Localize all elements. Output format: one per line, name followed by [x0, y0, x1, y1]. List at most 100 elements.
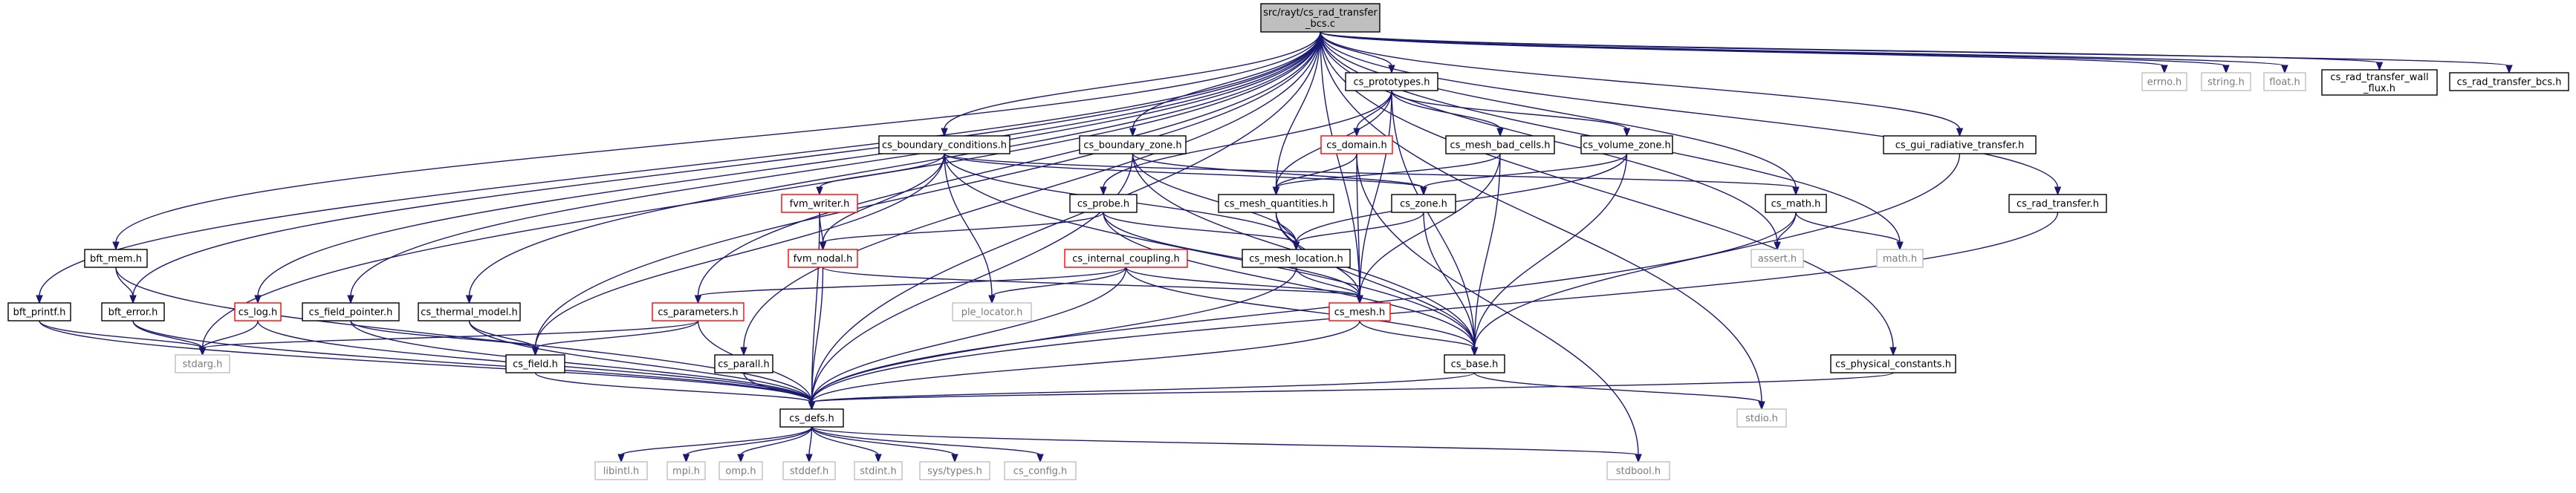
node-stddef: stddef.h — [782, 461, 836, 480]
node-parall[interactable]: cs_parall.h — [714, 354, 773, 373]
node-label: cs_config.h — [1013, 466, 1068, 477]
node-label: _bcs.c — [1305, 19, 1335, 30]
node-label: cs_mesh_bad_cells.h — [1450, 140, 1550, 151]
edge-vzone-to-zone — [1420, 153, 1628, 196]
node-physc[interactable]: cs_physical_constants.h — [1830, 354, 1956, 373]
arrowhead-icon — [1129, 128, 1137, 137]
node-label: math.h — [1883, 254, 1917, 265]
node-defs[interactable]: cs_defs.h — [779, 408, 844, 428]
node-box — [878, 135, 1010, 154]
edge-root-to-errno — [1320, 31, 2168, 74]
node-label: cs_probe.h — [1077, 199, 1129, 210]
edge-bc-to-math — [944, 153, 1800, 196]
node-fvm-writer[interactable]: fvm_writer.h — [781, 194, 858, 213]
node-domain[interactable]: cs_domain.h — [1320, 135, 1393, 154]
node-box — [1069, 194, 1138, 213]
node-box — [854, 461, 903, 480]
node-bzone[interactable]: cs_boundary_zone.h — [1079, 135, 1187, 154]
node-rad-transfer[interactable]: cs_rad_transfer.h — [2008, 194, 2107, 213]
edge-probe-to-fvm-nodal — [819, 212, 1104, 251]
arrowhead-icon — [682, 454, 690, 463]
arrowhead-icon — [988, 295, 996, 304]
arrowhead-icon — [1623, 128, 1631, 137]
edge-physc-to-defs — [808, 372, 1894, 411]
edge-mesh-to-base — [1359, 320, 1479, 356]
edge-thermal-to-field — [468, 320, 539, 356]
node-label: cs_field_pointer.h — [309, 307, 393, 319]
node-omp: omp.h — [718, 461, 763, 480]
edge-mloc-to-mesh — [1295, 267, 1363, 304]
node-label: sys/types.h — [927, 466, 982, 477]
edge-prototypes-to-mesh — [1356, 90, 1392, 304]
node-box — [1445, 135, 1555, 154]
edge-defs-to-omp — [737, 426, 813, 463]
node-label: bft_printf.h — [13, 307, 66, 319]
node-label: cs_prototypes.h — [1354, 77, 1430, 88]
node-label: cs_base.h — [1451, 359, 1499, 370]
node-rt-bcs[interactable]: cs_rad_transfer_bcs.h — [2449, 72, 2569, 91]
node-badcells[interactable]: cs_mesh_bad_cells.h — [1445, 135, 1555, 154]
node-fptr[interactable]: cs_field_pointer.h — [302, 302, 400, 321]
node-label: stdint.h — [860, 466, 896, 477]
node-label: bft_mem.h — [90, 254, 142, 265]
node-gui-rad[interactable]: cs_gui_radiative_transfer.h — [1883, 135, 2037, 154]
node-params[interactable]: cs_parameters.h — [652, 302, 744, 321]
node-systypes: sys/types.h — [919, 461, 990, 480]
node-mq[interactable]: cs_mesh_quantities.h — [1218, 194, 1334, 213]
node-wall-flux[interactable]: cs_rad_transfer_wall_flux.h — [2321, 69, 2438, 96]
edge-intcpl-to-params — [694, 267, 1127, 304]
node-box — [1876, 249, 1924, 268]
node-label: cs_gui_radiative_transfer.h — [1895, 140, 2025, 151]
node-box — [594, 461, 648, 480]
arrowhead-icon — [1758, 401, 1765, 411]
node-box — [1064, 249, 1188, 268]
node-label: cs_boundary_conditions.h — [882, 140, 1007, 151]
node-probe[interactable]: cs_probe.h — [1069, 194, 1138, 213]
edge-bft-mem-to-bft-error — [115, 267, 137, 304]
edge-intcpl-to-ple — [988, 267, 1127, 304]
node-label: string.h — [2207, 77, 2245, 88]
node-base[interactable]: cs_base.h — [1444, 354, 1505, 373]
node-fvm-nodal[interactable]: fvm_nodal.h — [788, 249, 858, 268]
edge-defs-to-stdint — [811, 426, 882, 463]
node-box — [779, 408, 844, 428]
edge-defs-to-systypes — [811, 426, 958, 463]
edge-root-to-rt-bcs — [1320, 31, 2513, 74]
node-prototypes[interactable]: cs_prototypes.h — [1345, 72, 1438, 91]
node-box — [1765, 194, 1827, 213]
edge-vzone-to-base — [1470, 153, 1628, 356]
node-label: omp.h — [725, 466, 756, 477]
node-vzone[interactable]: cs_volume_zone.h — [1580, 135, 1673, 154]
node-box — [718, 461, 763, 480]
node-box — [84, 249, 148, 268]
node-math[interactable]: cs_math.h — [1765, 194, 1827, 213]
edge-bft-error-to-stdarg — [132, 320, 207, 356]
node-box — [302, 302, 400, 321]
node-mathh: math.h — [1876, 249, 1924, 268]
node-mloc[interactable]: cs_mesh_location.h — [1242, 249, 1351, 268]
node-label: cs_rad_transfer_wall — [2330, 72, 2428, 83]
node-bft-printf[interactable]: bft_printf.h — [7, 302, 71, 321]
node-label: errno.h — [2147, 77, 2182, 88]
node-bft-error[interactable]: bft_error.h — [101, 302, 165, 321]
node-box — [919, 461, 990, 480]
node-thermal[interactable]: cs_thermal_model.h — [418, 302, 521, 321]
arrowhead-icon — [2161, 65, 2168, 74]
arrowhead-icon — [1272, 186, 1280, 196]
node-bft-mem[interactable]: bft_mem.h — [84, 249, 148, 268]
node-intcpl[interactable]: cs_internal_coupling.h — [1064, 249, 1188, 268]
node-root[interactable]: src/rayt/cs_rad_transfer_bcs.c — [1260, 3, 1381, 33]
node-label: cs_internal_coupling.h — [1072, 254, 1179, 265]
node-bc[interactable]: cs_boundary_conditions.h — [878, 135, 1010, 154]
arrowhead-icon — [1635, 454, 1642, 463]
node-label: ple_locator.h — [961, 307, 1023, 319]
node-mesh[interactable]: cs_mesh.h — [1328, 302, 1391, 321]
edge-bc-to-field — [531, 153, 945, 356]
node-log[interactable]: cs_log.h — [234, 302, 282, 321]
node-box — [788, 249, 858, 268]
node-box — [1320, 135, 1393, 154]
node-label: float.h — [2269, 77, 2300, 88]
node-zone[interactable]: cs_zone.h — [1391, 194, 1456, 213]
node-field[interactable]: cs_field.h — [505, 354, 565, 373]
node-label: cs_rad_transfer_bcs.h — [2457, 77, 2562, 88]
